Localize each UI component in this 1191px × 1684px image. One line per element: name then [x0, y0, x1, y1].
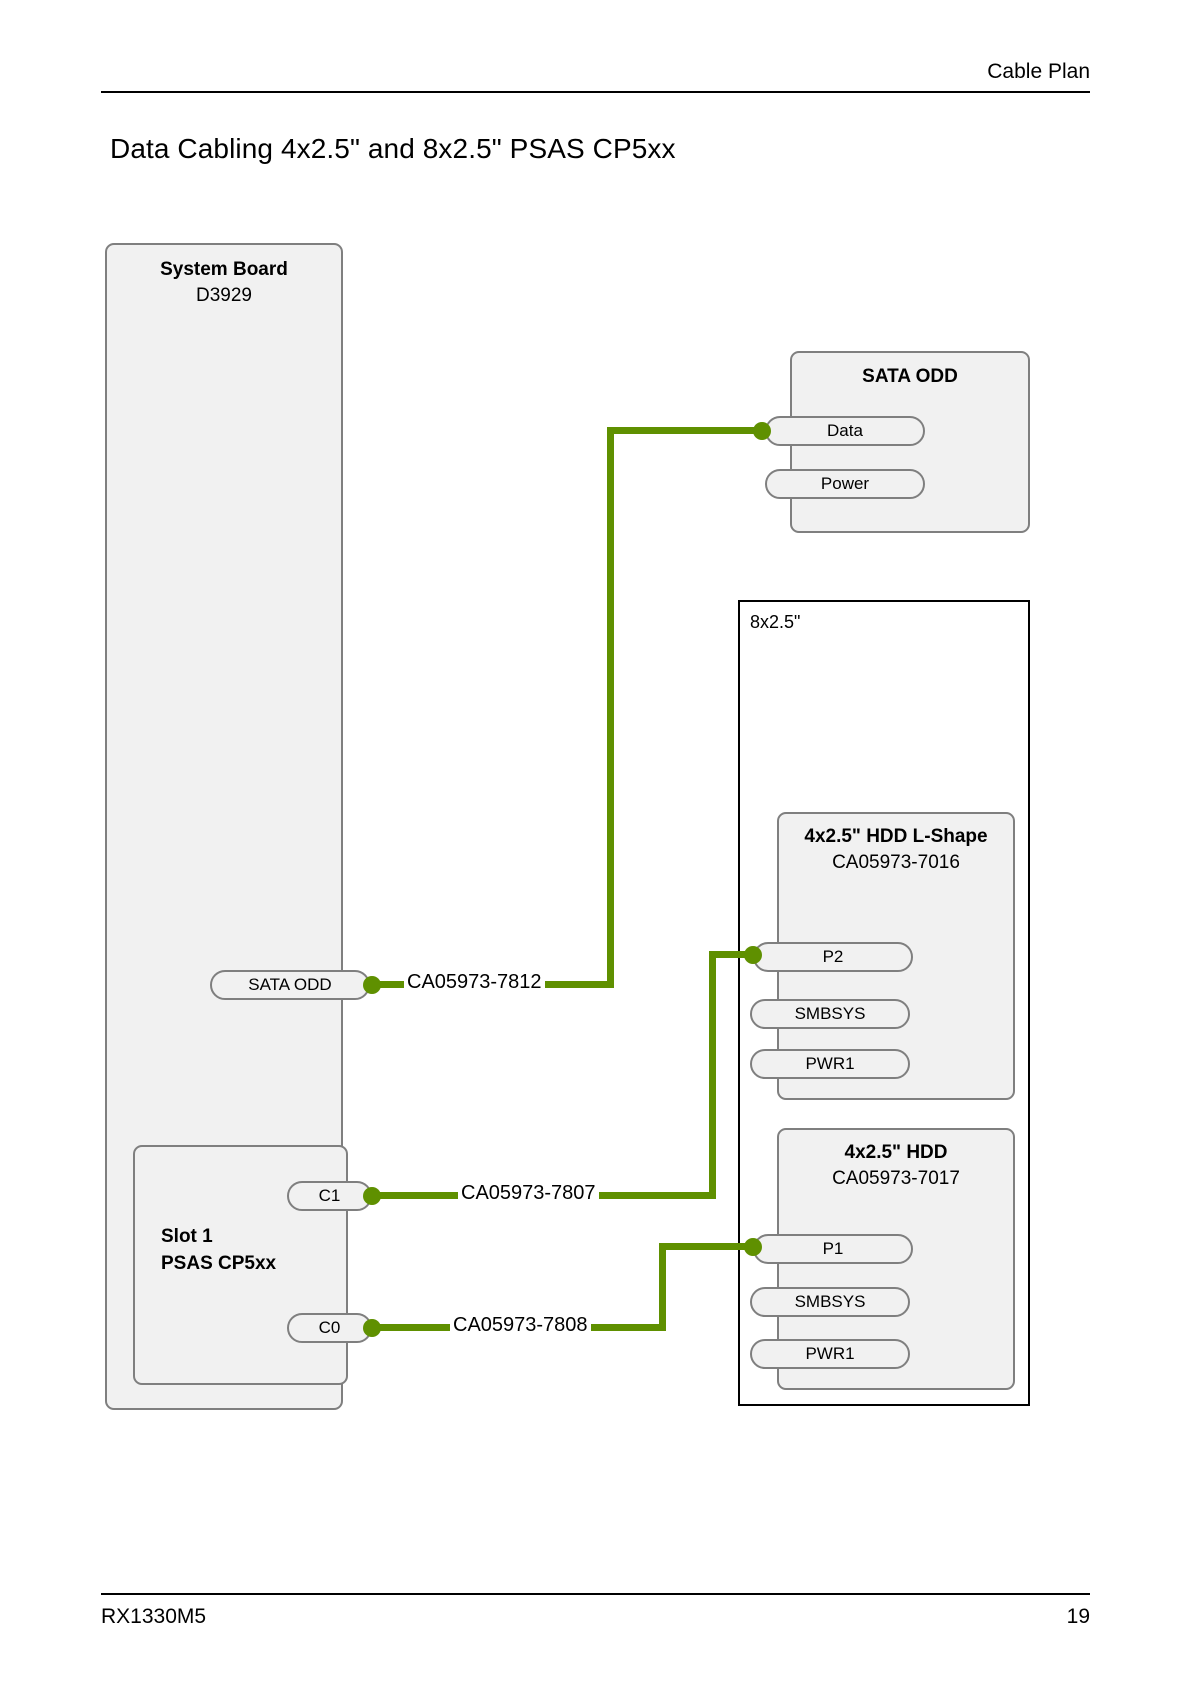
port-sata-odd-data[interactable]: Data	[765, 416, 925, 446]
cable-7808-endpoint-c0	[363, 1319, 381, 1337]
cable-7807-segment-h-top	[709, 951, 759, 958]
cable-7808-endpoint-p1	[744, 1238, 762, 1256]
port-c1[interactable]: C1	[287, 1181, 372, 1211]
cable-7808-segment-h-top	[659, 1243, 759, 1250]
port-sata-odd-power-label: Power	[820, 474, 870, 493]
backplane-l-shape-subtitle: CA05973-7016	[832, 852, 960, 873]
port-system-sata-odd[interactable]: SATA ODD	[210, 970, 370, 1000]
port-c1-label: C1	[318, 1186, 341, 1205]
port-system-sata-odd-label: SATA ODD	[248, 975, 332, 994]
port-sata-odd-data-label: Data	[827, 421, 863, 440]
port-p1-label: P1	[822, 1239, 844, 1258]
port-p2[interactable]: P2	[753, 942, 913, 972]
backplane-hdd-subtitle: CA05973-7017	[832, 1168, 960, 1189]
system-board-subtitle: D3929	[196, 285, 252, 306]
cable-7812-segment-v	[607, 427, 614, 987]
port-c0[interactable]: C0	[287, 1313, 372, 1343]
cable-7807-endpoint-p2	[744, 946, 762, 964]
page-header-title: Cable Plan	[987, 60, 1090, 83]
port-l-shape-smbsys[interactable]: SMBSYS	[750, 999, 910, 1029]
footer-page-number: 19	[1066, 1605, 1090, 1628]
cable-7807-segment-v	[709, 951, 716, 1199]
port-p1[interactable]: P1	[753, 1234, 913, 1264]
backplane-l-shape-title: 4x2.5" HDD L-Shape	[804, 826, 988, 847]
port-sata-odd-power[interactable]: Power	[765, 469, 925, 499]
cable-7807-label: CA05973-7807	[458, 1182, 599, 1204]
backplane-hdd-title: 4x2.5" HDD	[844, 1142, 948, 1163]
sata-odd-title: SATA ODD	[862, 366, 958, 387]
port-hdd-pwr1[interactable]: PWR1	[750, 1339, 910, 1369]
port-c0-label: C0	[318, 1318, 341, 1337]
enclosure-8x25-label: 8x2.5"	[750, 612, 801, 632]
port-l-shape-pwr1[interactable]: PWR1	[750, 1049, 910, 1079]
port-l-shape-pwr1-label: PWR1	[805, 1054, 855, 1073]
cable-7807-endpoint-c1	[363, 1187, 381, 1205]
slot1-label: Slot 1 PSAS CP5xx	[161, 1226, 277, 1274]
system-board-title: System Board	[160, 259, 288, 280]
cable-7812-segment-h-top	[607, 427, 762, 434]
header-divider	[101, 91, 1090, 93]
cable-7808-label: CA05973-7808	[450, 1314, 591, 1336]
port-hdd-pwr1-label: PWR1	[805, 1344, 855, 1363]
cable-7808-segment-v	[659, 1243, 666, 1331]
cable-7812-label: CA05973-7812	[404, 971, 545, 993]
port-hdd-smbsys-label: SMBSYS	[794, 1292, 866, 1311]
cable-7812-endpoint-board	[363, 976, 381, 994]
cable-7812-endpoint-data	[753, 422, 771, 440]
footer-divider	[101, 1593, 1090, 1595]
port-hdd-smbsys[interactable]: SMBSYS	[750, 1287, 910, 1317]
port-l-shape-smbsys-label: SMBSYS	[794, 1004, 866, 1023]
footer-model: RX1330M5	[101, 1605, 207, 1628]
port-p2-label: P2	[822, 947, 844, 966]
page-title: Data Cabling 4x2.5" and 8x2.5" PSAS CP5x…	[110, 133, 676, 164]
